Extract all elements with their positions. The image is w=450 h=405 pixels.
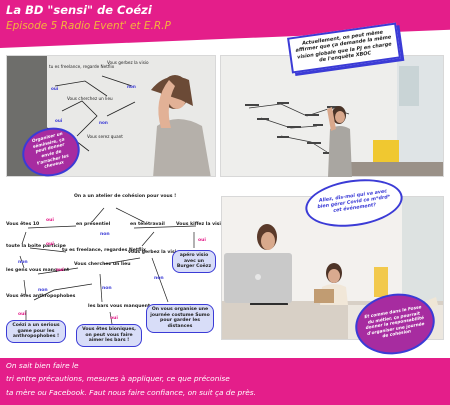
flow-answer: oui	[46, 218, 55, 223]
footer-text-line: ta mère ou Facebook. Faut nous faire con…	[6, 388, 256, 397]
diagram-label: Vous serez quant	[87, 134, 123, 139]
flow-answer: non	[18, 260, 28, 265]
flowchart-lines	[19, 207, 197, 325]
diagram-label: Vous gerbez la visio	[107, 60, 149, 65]
flow-node: toute la boîte participe	[6, 244, 66, 249]
diagram-answer: oui	[51, 86, 59, 91]
flow-answer: non	[154, 276, 164, 281]
flow-answer: non	[100, 232, 110, 237]
diagram-label: tu es freelance, regarde Netflix	[49, 64, 115, 69]
panel-whiteboard-left: Vous gerbez la visio tu es freelance, re…	[6, 55, 216, 177]
flow-node: Vous cherchez un lieu	[74, 262, 131, 267]
flow-answer: oui	[46, 242, 55, 247]
flow-answer: oui	[198, 238, 207, 243]
flow-node: Vous êtes 10	[6, 222, 40, 227]
flow-node: en présentiel	[76, 222, 111, 227]
diagram-answer: oui	[55, 118, 63, 123]
flow-node: On a un atelier de cohésion pour vous !	[74, 194, 177, 199]
flow-node: Vous êtes anthropophobes	[6, 294, 76, 299]
flow-answer: non	[102, 286, 112, 291]
diagram-answer: non	[99, 120, 108, 125]
outcome-serious-game: Coézi a un serious game pour les anthrop…	[6, 320, 66, 344]
flow-node: vous gerbez la visio	[128, 250, 180, 255]
woman-figure	[151, 75, 211, 176]
flow-node: en télétravail	[130, 222, 165, 227]
flowchart: On a un atelier de cohésion pour vous ! …	[4, 192, 224, 348]
woman-at-board	[327, 106, 352, 177]
flow-node: Vous kiffez la visio	[176, 222, 225, 227]
outcome-bionic: Vous êtes bioniques, on peut vous faire …	[76, 324, 142, 348]
flow-node: tu es freelance, regardes Netflix	[62, 248, 147, 253]
diagram-label: Vous cherchez un lieu	[67, 96, 113, 101]
footer-banner	[0, 358, 450, 405]
wall-diagram	[245, 56, 443, 176]
comic-title: La BD "sensi" de Coézi	[6, 3, 152, 17]
flow-answer: oui	[110, 316, 119, 321]
footer-text-line: On sait bien faire le	[6, 361, 79, 370]
flow-node: les bars vous manquent	[88, 304, 151, 309]
flow-answer: oui	[56, 268, 65, 273]
outcome-sumo-day: On vous organise une journée costume Sum…	[146, 304, 214, 333]
flow-node: les gens vous manquent	[6, 268, 70, 273]
outcome-apero-visio: apéro visio avec un Burger Coëzz	[172, 250, 216, 274]
flow-answer: oui	[18, 312, 27, 317]
episode-subtitle: Episode 5 Radio Event' et E.R.P	[6, 20, 171, 32]
diagram-answer: non	[127, 84, 136, 89]
footer-text-line: tri entre précautions, mesures à appliqu…	[6, 374, 230, 383]
flow-answer: non	[38, 288, 48, 293]
